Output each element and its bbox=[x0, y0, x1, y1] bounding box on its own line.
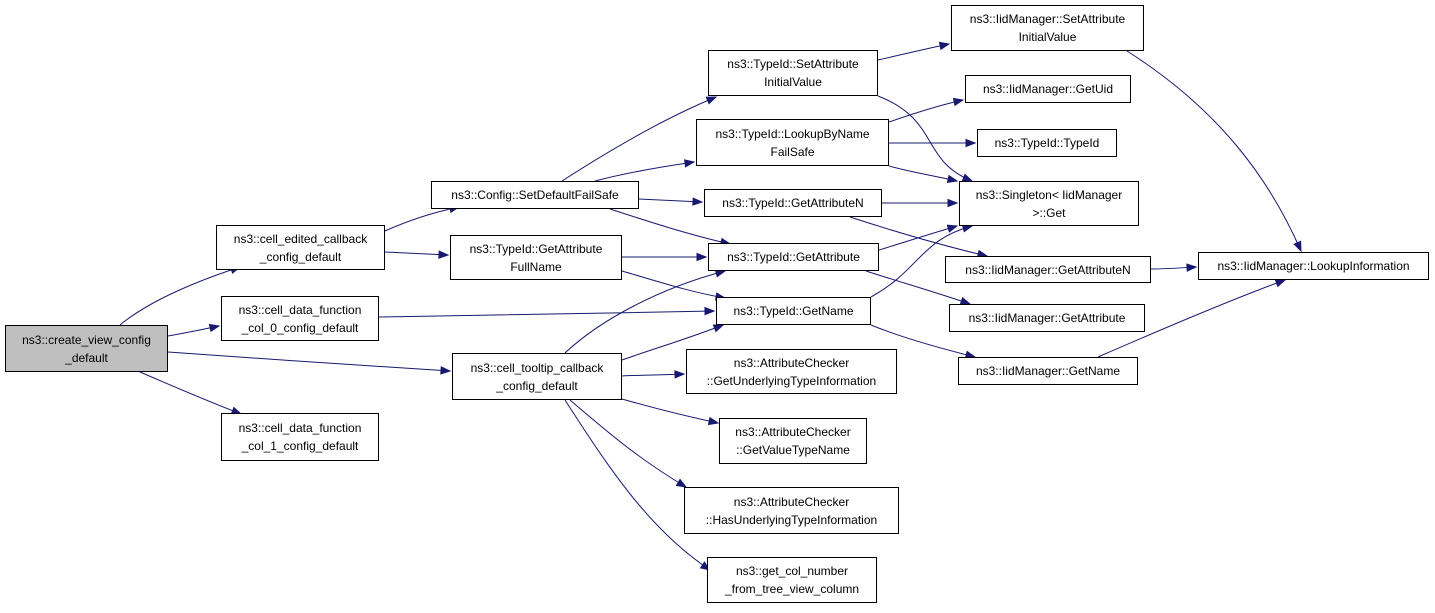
arrowhead-tid_set_attr_init-to-iid_set_attr_init bbox=[938, 41, 951, 51]
edge-iid_set_attr_init-to-iid_lookup_info bbox=[1126, 50, 1302, 252]
arrowhead-create_view-to-tooltip bbox=[440, 366, 452, 375]
node-iidmanager-get-uid[interactable]: ns3::IidManager::GetUid bbox=[965, 75, 1131, 103]
node-cell-data-function-col-0[interactable]: ns3::cell_data_function _col_0_config_de… bbox=[221, 296, 379, 341]
node-typeid-get-attribute-fullname[interactable]: ns3::TypeId::GetAttribute FullName bbox=[450, 235, 622, 280]
arrowhead-cdf_col0-to-tid_get_name bbox=[704, 306, 716, 316]
edge-create_view-to-cell_edited bbox=[119, 266, 241, 326]
arrowhead-tid_get_attr-to-singleton_get bbox=[946, 224, 959, 233]
node-cell-data-function-col-1[interactable]: ns3::cell_data_function _col_1_config_de… bbox=[221, 413, 379, 461]
node-attributechecker-get-value-type-name[interactable]: ns3::AttributeChecker ::GetValueTypeName bbox=[719, 418, 867, 464]
node-iidmanager-lookup-information[interactable]: ns3::IidManager::LookupInformation bbox=[1198, 252, 1429, 280]
arrowhead-tooltip-to-ac_get_value_type bbox=[707, 416, 720, 426]
edge-set_default_fs-to-tid_get_attr bbox=[609, 208, 731, 245]
node-singleton-iidmanager-get[interactable]: ns3::Singleton< IidManager >::Get bbox=[959, 181, 1139, 226]
arrowhead-tooltip-to-ac_get_underlying bbox=[674, 370, 686, 379]
node-typeid-get-attribute[interactable]: ns3::TypeId::GetAttribute bbox=[708, 243, 879, 271]
edge-get_attr_fullname-to-tid_get_name bbox=[621, 270, 726, 299]
edge-tooltip-to-get_col_number bbox=[564, 399, 711, 571]
arrowhead-get_attr_fullname-to-tid_get_attr bbox=[696, 252, 708, 262]
node-get-col-number-from-tree-view-column[interactable]: ns3::get_col_number _from_tree_view_colu… bbox=[707, 557, 877, 603]
edge-iid_get_name-to-iid_lookup_info bbox=[1097, 279, 1286, 358]
node-iidmanager-get-attribute[interactable]: ns3::IidManager::GetAttribute bbox=[949, 304, 1145, 332]
edge-create_view-to-tooltip bbox=[167, 351, 451, 372]
node-cell-edited-callback[interactable]: ns3::cell_edited_callback _config_defaul… bbox=[216, 225, 385, 270]
edge-tooltip-to-tid_get_attr bbox=[564, 270, 726, 354]
arrowhead-cell_edited-to-get_attr_fullname bbox=[438, 250, 450, 259]
node-typeid-lookup-by-name-fail-safe[interactable]: ns3::TypeId::LookupByName FailSafe bbox=[696, 119, 889, 166]
node-cell-tooltip-callback[interactable]: ns3::cell_tooltip_callback _config_defau… bbox=[452, 353, 622, 400]
arrowhead-create_view-to-cdf_col0 bbox=[208, 323, 221, 333]
edge-tid_lookup_fs-to-singleton_get bbox=[888, 165, 958, 182]
edge-set_default_fs-to-tid_lookup_fs bbox=[594, 161, 695, 182]
edge-tid_get_name-to-iid_get_name bbox=[870, 324, 976, 358]
edge-tid_get_attr_n-to-iid_get_attr_n bbox=[849, 216, 988, 257]
node-iidmanager-set-attribute-initial-value[interactable]: ns3::IidManager::SetAttribute InitialVal… bbox=[951, 5, 1144, 51]
arrowhead-iid_set_attr_init-to-iid_lookup_info bbox=[1293, 240, 1302, 253]
edge-tid_lookup_fs-to-iid_get_uid bbox=[888, 99, 964, 123]
node-config-set-default-fail-safe[interactable]: ns3::Config::SetDefaultFailSafe bbox=[431, 181, 639, 209]
edge-tid_set_attr_init-to-iid_set_attr_init bbox=[877, 43, 950, 61]
arrowhead-tooltip-to-ac_has_underlying bbox=[675, 478, 688, 488]
arrowhead-set_default_fs-to-tid_get_attr_n bbox=[692, 197, 704, 206]
arrowhead-set_default_fs-to-tid_lookup_fs bbox=[683, 159, 696, 168]
edge-create_view-to-cdf_col1 bbox=[139, 371, 242, 415]
arrowhead-tid_lookup_fs-to-singleton_get bbox=[946, 174, 959, 184]
arrowhead-iid_get_name-to-iid_lookup_info bbox=[1274, 279, 1287, 288]
node-typeid-get-attribute-n[interactable]: ns3::TypeId::GetAttributeN bbox=[704, 189, 882, 217]
node-typeid-get-name[interactable]: ns3::TypeId::GetName bbox=[716, 297, 871, 325]
node-iidmanager-get-attribute-n[interactable]: ns3::IidManager::GetAttributeN bbox=[945, 256, 1151, 283]
arrowhead-tid_lookup_fs-to-iid_get_uid bbox=[952, 97, 965, 107]
edge-tid_get_name-to-singleton_get bbox=[870, 225, 973, 298]
node-typeid-typeid[interactable]: ns3::TypeId::TypeId bbox=[977, 129, 1117, 157]
edge-tid_get_attr-to-iid_get_attr bbox=[865, 270, 971, 305]
node-attributechecker-has-underlying-type-information[interactable]: ns3::AttributeChecker ::HasUnderlyingTyp… bbox=[684, 487, 899, 534]
arrowhead-iid_get_attr_n-to-iid_lookup_info bbox=[1186, 263, 1198, 272]
edge-tooltip-to-tid_get_name bbox=[621, 324, 724, 361]
arrowhead-tid_lookup_fs-to-tid_typeid bbox=[965, 138, 977, 148]
edge-tooltip-to-ac_get_value_type bbox=[621, 398, 719, 424]
arrowhead-tid_get_attr_n-to-singleton_get bbox=[947, 198, 959, 208]
edge-tid_set_attr_init-to-singleton_get bbox=[877, 95, 973, 182]
arrowhead-set_default_fs-to-tid_set_attr_init bbox=[705, 96, 718, 105]
node-attributechecker-get-underlying-type-information[interactable]: ns3::AttributeChecker ::GetUnderlyingTyp… bbox=[686, 349, 897, 394]
node-create-view-config-default[interactable]: ns3::create_view_config _default bbox=[5, 325, 168, 372]
edge-cdf_col0-to-tid_get_name bbox=[378, 310, 715, 318]
edge-tooltip-to-ac_has_underlying bbox=[569, 399, 687, 488]
node-typeid-set-attribute-initial-value[interactable]: ns3::TypeId::SetAttribute InitialValue bbox=[708, 50, 878, 96]
arrowhead-tooltip-to-tid_get_name bbox=[712, 324, 725, 333]
node-iidmanager-get-name[interactable]: ns3::IidManager::GetName bbox=[958, 357, 1138, 385]
edge-set_default_fs-to-tid_set_attr_init bbox=[561, 96, 717, 182]
arrowhead-tid_set_attr_init-to-singleton_get bbox=[961, 173, 974, 182]
edge-cell_edited-to-set_default_fs bbox=[384, 206, 460, 232]
